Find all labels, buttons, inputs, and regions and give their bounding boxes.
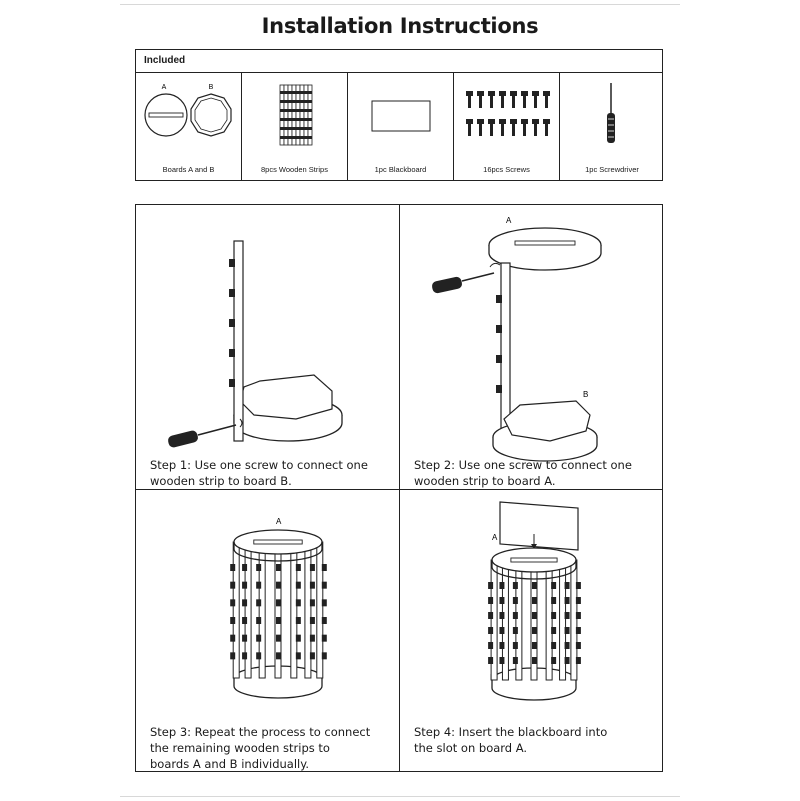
step-3-line-1: Step 3: Repeat the process to connect [150,725,371,739]
step-4: A B Step 4: Insert the blackboard into t… [400,490,663,774]
screw-icon [488,91,495,108]
step-2-label-a: A [506,216,512,225]
screw-icon [532,91,539,108]
screw-icon [477,119,484,136]
boards-icon: A B [144,84,232,137]
step-4-text: Step 4: Insert the blackboard into the s… [414,724,654,756]
steps-grid: Step 1: Use one screw to connect one woo… [135,204,663,772]
screw-icon [499,119,506,136]
part-screws: 16pcs Screws [454,73,560,180]
screws-icon [466,91,550,136]
part-screws-label: 16pcs Screws [483,165,530,174]
screw-icon [477,91,484,108]
step-4-illustration: A B [488,501,581,701]
grid-divider-vertical [399,205,400,771]
step-2-line-1: Step 2: Use one screw to connect one [414,458,632,472]
screw-icon [543,91,550,108]
step-4-label-a: A [492,533,498,542]
step-4-line-2: the slot on board A. [414,741,528,755]
part-blackboard: 1pc Blackboard [348,73,454,180]
step-3-text: Step 3: Repeat the process to connect th… [150,724,390,772]
step-3-line-3: boards A and B individually. [150,757,310,771]
screw-icon [532,119,539,136]
included-header: Included [136,50,662,73]
step-3-label-a: A [276,517,282,526]
screw-icon [521,119,528,136]
step-3-line-2: the remaining wooden strips to [150,741,330,755]
screw-icon [521,91,528,108]
screw-icon [510,119,517,136]
step-1-line-1: Step 1: Use one screw to connect one [150,458,368,472]
screw-icon [488,119,495,136]
screwdriver-icon [607,83,615,143]
step-4-line-1: Step 4: Insert the blackboard into [414,725,608,739]
assembled-rack [230,529,327,699]
part-screwdriver-label: 1pc Screwdriver [585,165,639,174]
assembled-rack [488,547,581,701]
screw-icon [543,119,550,136]
screw-icon [466,91,473,108]
blackboard-icon [371,100,431,132]
step-1-text: Step 1: Use one screw to connect one woo… [150,457,390,489]
bottom-edge-line [120,796,680,801]
step-1-line-2: wooden strip to board B. [150,474,292,488]
included-parts-box: Included A B Boards A and B [135,49,663,181]
step-2: A B Step 2: Use one screw to connect one… [400,205,663,489]
screw-icon [499,91,506,108]
step-2-text: Step 2: Use one screw to connect one woo… [414,457,654,489]
wooden-strips-icon [279,84,313,146]
part-boards: A B Boards A and B [136,73,242,180]
step-3: A B Step 3: Repeat the process to connec… [136,490,399,774]
step-1: Step 1: Use one screw to connect one woo… [136,205,399,489]
part-screwdriver: 1pc Screwdriver [560,73,664,180]
step-2-illustration: A B [432,216,602,462]
page-title: Installation Instructions [261,14,539,38]
step-2-line-2: wooden strip to board A. [414,474,556,488]
screw-icon [510,91,517,108]
screw-icon [466,119,473,136]
board-b-letter: B [209,84,214,91]
step-1-illustration [168,240,343,448]
included-heading: Included [144,55,186,66]
step-3-illustration: A B [230,517,327,699]
board-a-letter: A [162,84,167,91]
part-boards-label: Boards A and B [162,165,215,174]
top-edge-line [120,0,680,5]
part-wooden-strips: 8pcs Wooden Strips [242,73,348,180]
grid-divider-horizontal [136,489,662,490]
part-blackboard-label: 1pc Blackboard [374,165,427,174]
part-wooden-strips-label: 8pcs Wooden Strips [261,165,328,174]
step-2-label-b: B [583,390,588,399]
